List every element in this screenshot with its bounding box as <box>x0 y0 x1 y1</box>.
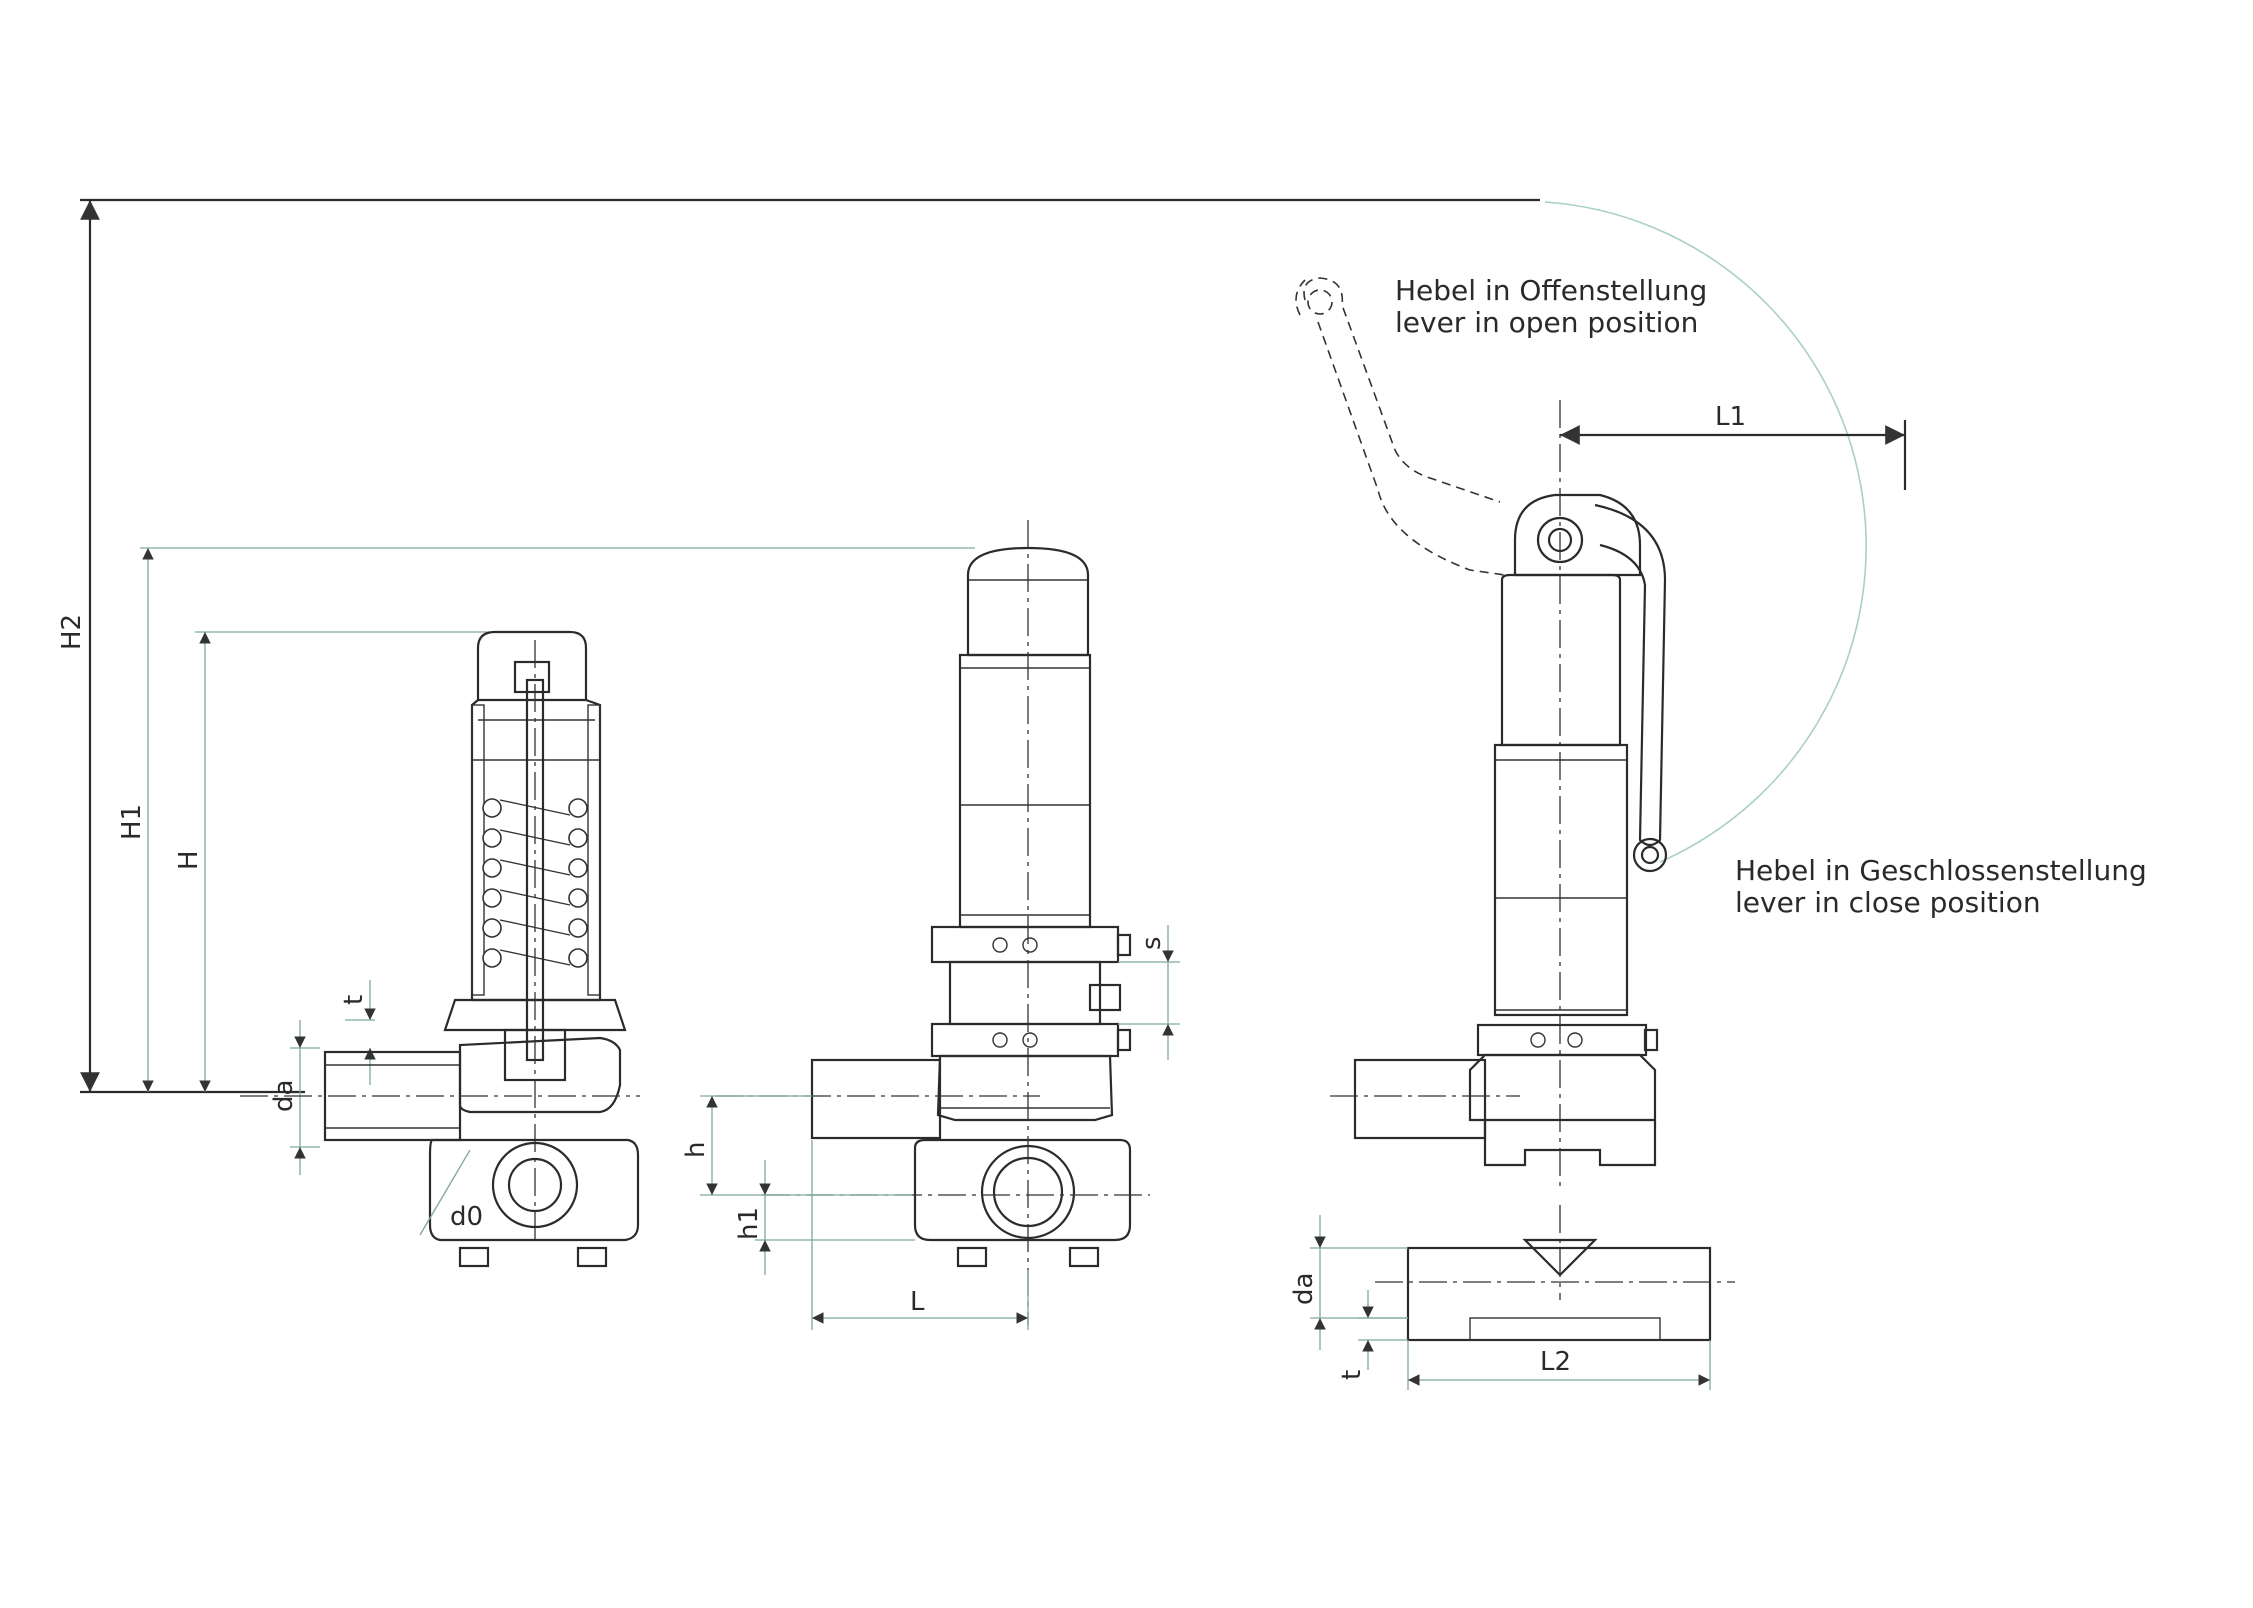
lever-view: L1 <box>1295 277 1907 1190</box>
note-open-en: lever in open position <box>1395 306 1698 339</box>
label-H1: H1 <box>117 804 147 840</box>
label-s: s <box>1137 936 1167 950</box>
label-h1: h1 <box>734 1207 764 1240</box>
section-view: H1 H da t <box>117 547 975 1268</box>
label-L: L <box>910 1287 925 1317</box>
label-da-bottom: da <box>1289 1273 1319 1305</box>
label-h: h <box>681 1142 711 1158</box>
label-H: H <box>174 850 204 870</box>
front-view: h h1 L s <box>681 520 1180 1330</box>
note-close-de: Hebel in Geschlossenstellung <box>1735 854 2147 887</box>
label-L1: L1 <box>1715 402 1746 432</box>
label-H2: H2 <box>57 614 87 650</box>
label-t-left: t <box>339 995 369 1005</box>
label-d0: d0 <box>450 1202 483 1232</box>
spring <box>482 798 588 968</box>
label-L2: L2 <box>1540 1347 1571 1377</box>
note-close-en: lever in close position <box>1735 886 2041 919</box>
lever-closed <box>1594 503 1667 847</box>
label-t-bottom: t <box>1337 1370 1367 1380</box>
dimension-H2: H2 <box>57 198 1540 1094</box>
pipe-section-view: da t L2 <box>1289 1205 1735 1390</box>
note-open-de: Hebel in Offenstellung <box>1395 274 1707 307</box>
lever-open-dashed <box>1295 277 1506 576</box>
lever-swing-arc <box>1544 201 1867 863</box>
